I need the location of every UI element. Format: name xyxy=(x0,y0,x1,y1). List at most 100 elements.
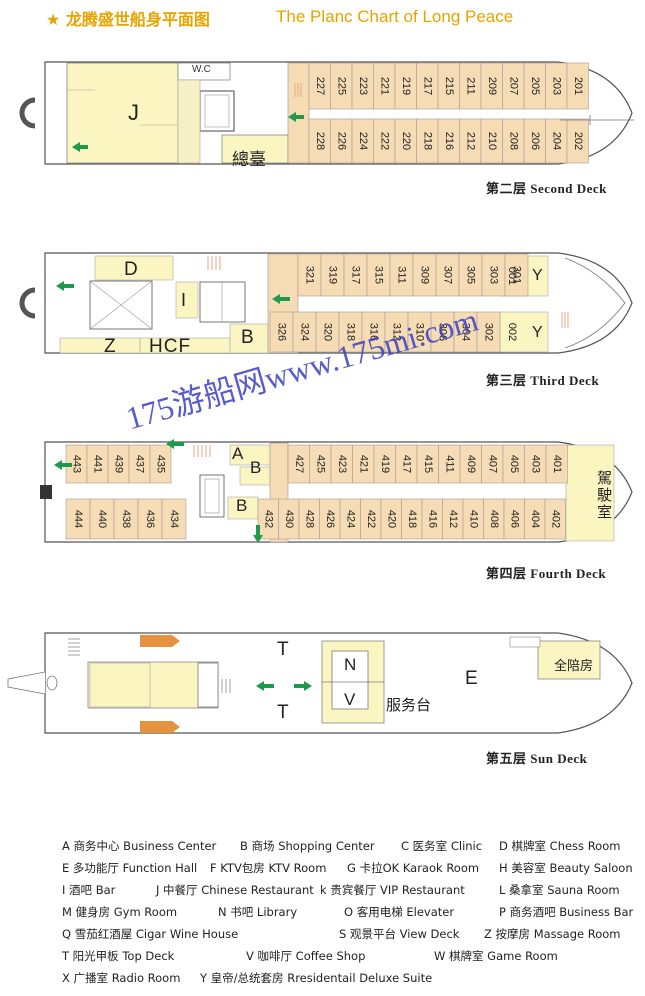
cabin-number: 227 xyxy=(314,77,326,95)
cabin-number: 438 xyxy=(120,510,132,528)
reception-label: 總臺 xyxy=(232,150,266,170)
second-deck-label: 第二层 Second Deck xyxy=(486,181,607,196)
cabin-number: 426 xyxy=(324,510,336,528)
cabin-number: 415 xyxy=(422,455,434,473)
cabin-number: 309 xyxy=(419,266,431,284)
legend-item: I 酒吧 Bar xyxy=(62,883,116,897)
cabin xyxy=(566,62,589,110)
cabin xyxy=(89,498,115,540)
cabin-number: 306 xyxy=(437,323,449,341)
lifeboat-icon xyxy=(140,721,180,733)
cabin-number: 412 xyxy=(447,510,459,528)
cabin-number: 303 xyxy=(488,266,500,284)
cabin-number: 201 xyxy=(572,77,584,95)
arrow-right-icon xyxy=(294,681,312,691)
cabin-number: 221 xyxy=(378,77,390,95)
cabin-number: 208 xyxy=(507,132,519,150)
reception-area xyxy=(221,134,289,164)
function-hall-label: E xyxy=(465,668,478,689)
room-i-label: I xyxy=(181,290,187,310)
cabin xyxy=(545,444,568,484)
stern-ring xyxy=(19,287,36,319)
cabin-number: 220 xyxy=(400,132,412,150)
legend-item: X 广播室 Radio Room xyxy=(62,971,181,985)
exit-arrow-icon xyxy=(272,294,290,304)
cabin-number: 321 xyxy=(304,266,316,284)
cabin-number: 404 xyxy=(529,510,541,528)
bow-mast xyxy=(564,257,626,349)
second-deck-hall xyxy=(287,62,310,164)
cabin-number: 209 xyxy=(486,77,498,95)
cabin-number: 224 xyxy=(357,132,369,150)
cabin-number: 408 xyxy=(488,510,500,528)
cabin-number: 423 xyxy=(336,455,348,473)
cabin xyxy=(113,498,139,540)
cabin-number: 425 xyxy=(314,455,326,473)
sun-deck-label: 第五层 Sun Deck xyxy=(486,751,588,766)
cabin-number: 402 xyxy=(549,510,561,528)
cabin-number: 421 xyxy=(357,455,369,473)
cabin-number: 207 xyxy=(507,77,519,95)
cabin-number: 427 xyxy=(293,455,305,473)
room-b-label-top: B xyxy=(250,458,262,477)
cabin-number: 430 xyxy=(283,510,295,528)
legend-item: O 客用电梯 Elevater xyxy=(344,905,455,919)
cabin-number: 302 xyxy=(483,323,495,341)
legend-item: J 中餐厅 Chinese Restaurant xyxy=(156,883,314,897)
cabin-number: 320 xyxy=(322,323,334,341)
stair-block xyxy=(199,90,235,132)
cabin xyxy=(149,444,172,484)
cabin-number: 310 xyxy=(414,323,426,341)
cabin-number: 226 xyxy=(335,132,347,150)
cabin-number: 403 xyxy=(529,455,541,473)
legend-item: Y 皇帝/总统套房 Rresidentail Deluxe Suite xyxy=(200,971,433,985)
cabin-number: 435 xyxy=(155,455,167,473)
room-b-label-bottom: B xyxy=(236,496,248,515)
wc-area xyxy=(177,62,231,81)
bar-counter xyxy=(199,281,246,323)
cabin-number: 432 xyxy=(262,510,274,528)
legend-item: S 观景平台 View Deck xyxy=(339,927,460,941)
room-d-area xyxy=(94,255,174,281)
top-deck-label-2: T xyxy=(277,702,289,723)
cabin-number: 202 xyxy=(572,132,584,150)
viewing-room-label: 全陪房 xyxy=(554,659,594,674)
cabin-number: 301 xyxy=(511,266,523,284)
cabin-number: 437 xyxy=(134,455,146,473)
cabin-number: 218 xyxy=(421,132,433,150)
cabin-number: 439 xyxy=(113,455,125,473)
cabin xyxy=(504,253,529,297)
cabin-number: 319 xyxy=(327,266,339,284)
legend-item: F KTV包房 KTV Room xyxy=(210,861,327,875)
lifeboat-deck xyxy=(87,661,219,709)
lifeboat-icon xyxy=(140,635,180,647)
cabin-number: 410 xyxy=(467,510,479,528)
cabin-number: 315 xyxy=(373,266,385,284)
cabin-number: 420 xyxy=(385,510,397,528)
suite-y-top: Y xyxy=(532,267,543,284)
cabin-number: 411 xyxy=(443,455,455,473)
legend-item: P 商务酒吧 Business Bar xyxy=(499,905,634,919)
exit-arrow-icon xyxy=(288,112,304,122)
legend-item: Q 雪茄红酒屋 Cigar Wine House xyxy=(62,927,239,941)
cabin-number: 307 xyxy=(442,266,454,284)
cabin-number: 324 xyxy=(299,323,311,341)
cabin-number: 304 xyxy=(460,323,472,341)
room-z-area xyxy=(59,337,141,354)
legend-item: C 医务室 Clinic xyxy=(401,839,483,853)
room-b-area xyxy=(229,323,269,354)
legend-item: B 商场 Shopping Center xyxy=(240,839,375,853)
cabin-number: 406 xyxy=(508,510,520,528)
stair-column xyxy=(199,474,225,518)
cabin-number: 401 xyxy=(551,455,563,473)
cabin xyxy=(161,498,187,540)
cabin-number: 317 xyxy=(350,266,362,284)
cabin-number: 419 xyxy=(379,455,391,473)
exit-arrow-icon xyxy=(56,281,74,291)
exit-arrow-icon xyxy=(54,460,72,470)
